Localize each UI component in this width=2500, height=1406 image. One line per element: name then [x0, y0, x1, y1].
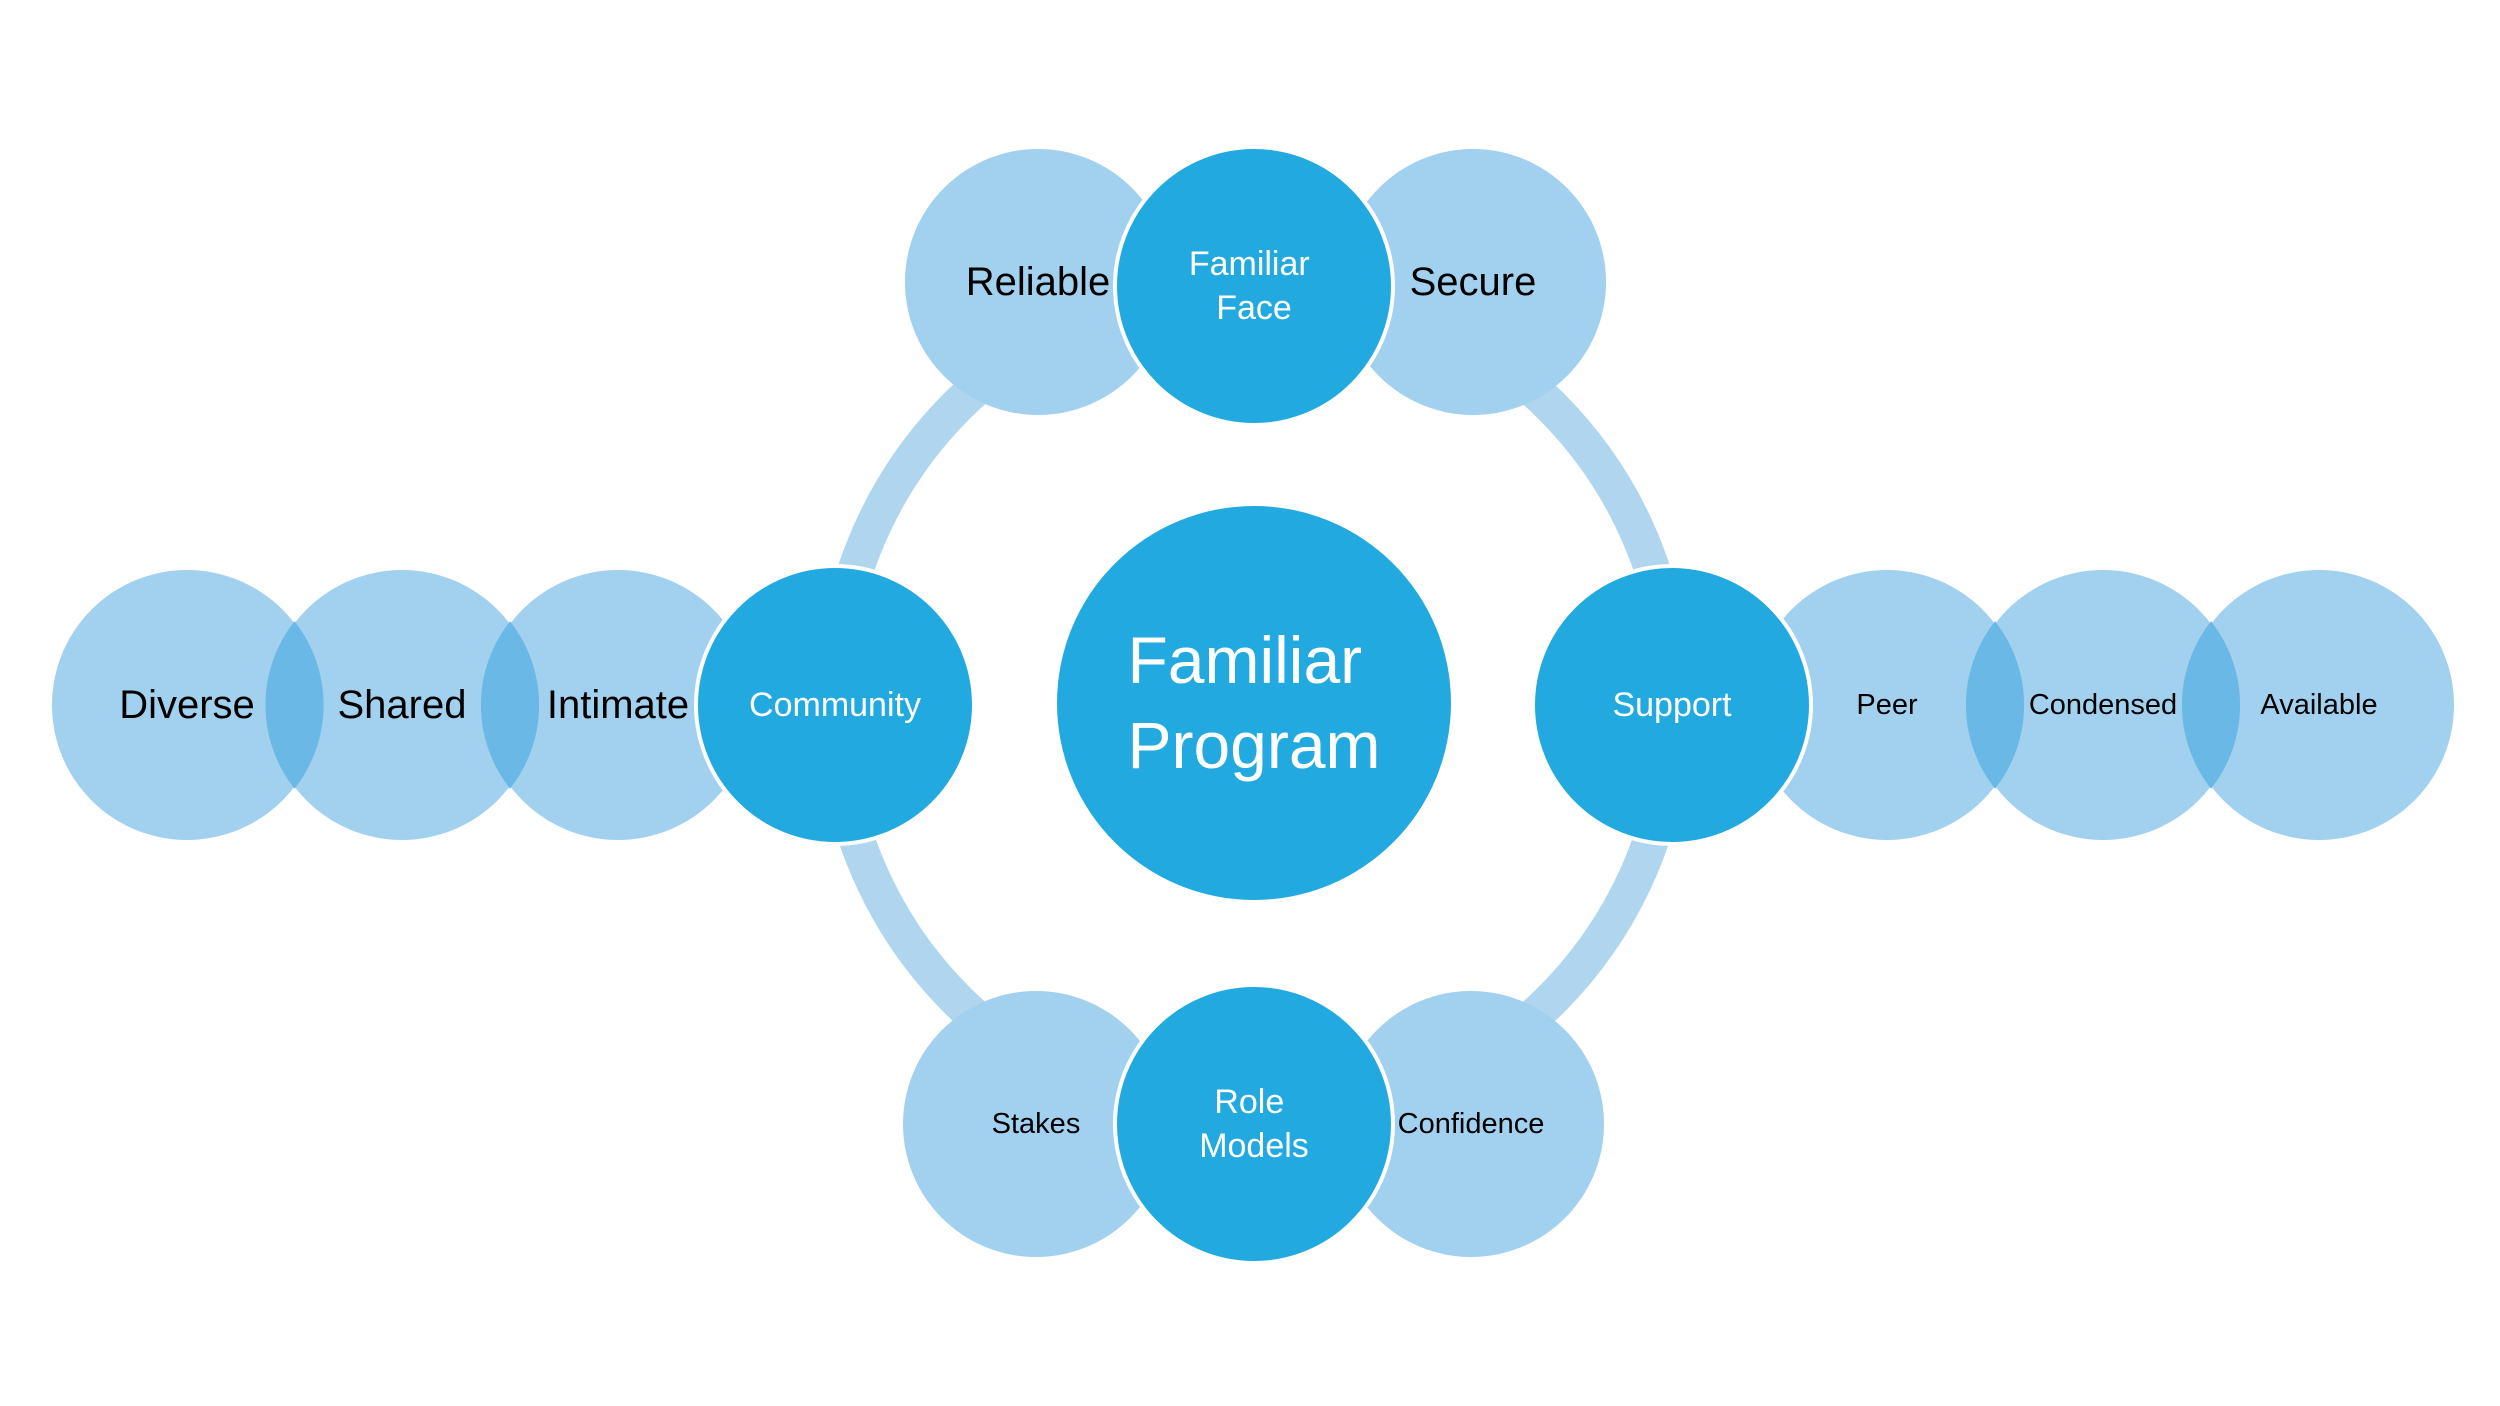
item-bubble-peer [1752, 570, 2022, 840]
item-bubble-stakes [903, 991, 1169, 1257]
item-label-available: Available [2260, 689, 2377, 721]
item-bubble-diverse [52, 570, 322, 840]
hub-label-familiar-face-line-2: Face [1216, 289, 1292, 327]
overlap-lens-peer-condensed [1965, 621, 2025, 789]
hub-label-role-models-line-1: Role [1214, 1083, 1284, 1121]
item-label-diverse: Diverse [119, 683, 255, 727]
hub-label-community: Community [749, 686, 921, 724]
item-label-shared: Shared [338, 683, 467, 727]
overlap-lens-diverse-shared [265, 621, 324, 789]
item-label-reliable: Reliable [966, 260, 1111, 304]
branch-support: Support Peer Condensed Available [1531, 564, 2454, 846]
center-label-line-1: Familiar [1127, 623, 1362, 697]
hub-bubble-familiar-face [1113, 145, 1395, 427]
item-label-intimate: Intimate [547, 683, 689, 727]
hub-label-role-models: Role Models [1199, 1083, 1309, 1165]
item-label-stakes: Stakes [992, 1108, 1081, 1140]
hub-bubble-role-models [1113, 983, 1395, 1265]
branch-familiar-face: Reliable Secure Familiar Face [905, 145, 1606, 427]
item-bubble-shared [267, 570, 537, 840]
overlap-lens-condensed-available [2181, 621, 2241, 789]
item-bubble-confidence [1338, 991, 1604, 1257]
center-node: Familiar Program [1057, 506, 1451, 900]
hub-bubble-community [694, 564, 976, 846]
hub-bubble-support [1531, 564, 1813, 846]
item-bubble-intimate [483, 570, 753, 840]
item-label-confidence: Confidence [1398, 1108, 1545, 1140]
item-bubble-available [2184, 570, 2454, 840]
center-label-line-2: Program [1127, 708, 1380, 782]
item-label-peer: Peer [1856, 689, 1918, 721]
center-bubble [1057, 506, 1451, 900]
item-bubble-reliable [905, 149, 1171, 415]
branch-role-models: Stakes Confidence Role Models [903, 983, 1604, 1265]
item-bubble-secure [1340, 149, 1606, 415]
item-bubble-condensed [1968, 570, 2238, 840]
item-label-secure: Secure [1410, 260, 1537, 304]
overlap-lens-shared-intimate [480, 621, 540, 789]
item-label-condensed: Condensed [2029, 689, 2177, 721]
hub-label-support: Support [1612, 686, 1732, 724]
branch-community: Diverse Shared Intimate Community [52, 564, 976, 846]
hub-label-familiar-face-line-1: Familiar [1189, 245, 1310, 283]
center-label: Familiar Program [1127, 623, 1380, 782]
hub-label-role-models-line-2: Models [1199, 1127, 1309, 1165]
hub-label-familiar-face: Familiar Face [1189, 245, 1319, 327]
